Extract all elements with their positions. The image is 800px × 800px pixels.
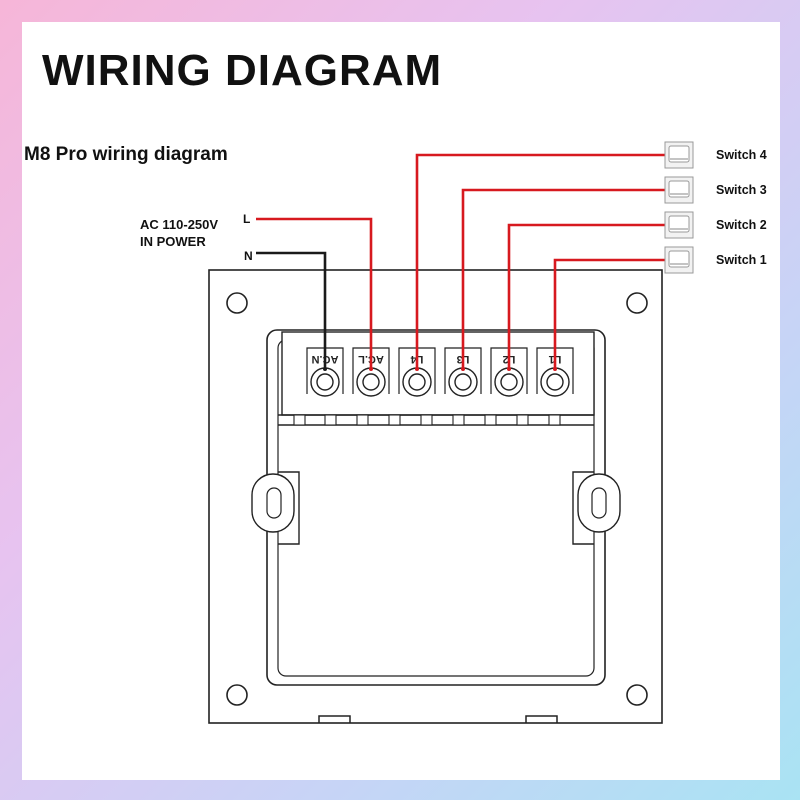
mount-hole-top-right <box>626 292 648 314</box>
switch-4-label: Switch 4 <box>716 148 767 162</box>
neutral-wire <box>256 251 327 369</box>
mount-hole-top-left <box>226 292 248 314</box>
bottom-tab-left <box>318 715 351 723</box>
switch-1-wire <box>553 258 665 369</box>
switch-2-wire <box>507 223 665 369</box>
wiring-diagram: AC.N AC.L L4 L3 L2 L1 <box>208 141 694 724</box>
bottom-tab-right <box>525 715 558 723</box>
switch-icons <box>664 141 694 274</box>
power-in-label: IN POWER <box>140 234 206 249</box>
switch-2-label: Switch 2 <box>716 218 767 232</box>
terminal-teeth <box>293 414 561 426</box>
switch-1-label: Switch 1 <box>716 253 767 267</box>
switch-3-wire <box>461 188 665 369</box>
mount-hole-bottom-left <box>226 684 248 706</box>
switch-1-icon <box>664 246 694 274</box>
switch-3-label: Switch 3 <box>716 183 767 197</box>
diagram-frame: WIRING DIAGRAM M8 Pro wiring diagram AC … <box>22 22 780 780</box>
neutral-wire-label: N <box>244 249 253 263</box>
live-wire <box>256 217 373 369</box>
side-clip-right <box>572 471 594 545</box>
page-title: WIRING DIAGRAM <box>42 46 443 95</box>
live-wire-label: L <box>243 212 251 226</box>
power-label: AC 110-250V IN POWER <box>140 216 218 250</box>
switch-2-icon <box>664 211 694 239</box>
power-voltage-label: AC 110-250V <box>140 217 219 232</box>
terminal-screws <box>310 367 570 397</box>
mount-hole-bottom-right <box>626 684 648 706</box>
switch-3-icon <box>664 176 694 204</box>
switch-4-wire <box>415 153 665 369</box>
diagram-subtitle: M8 Pro wiring diagram <box>24 144 228 165</box>
switch-4-icon <box>664 141 694 169</box>
side-clip-left <box>278 471 300 545</box>
